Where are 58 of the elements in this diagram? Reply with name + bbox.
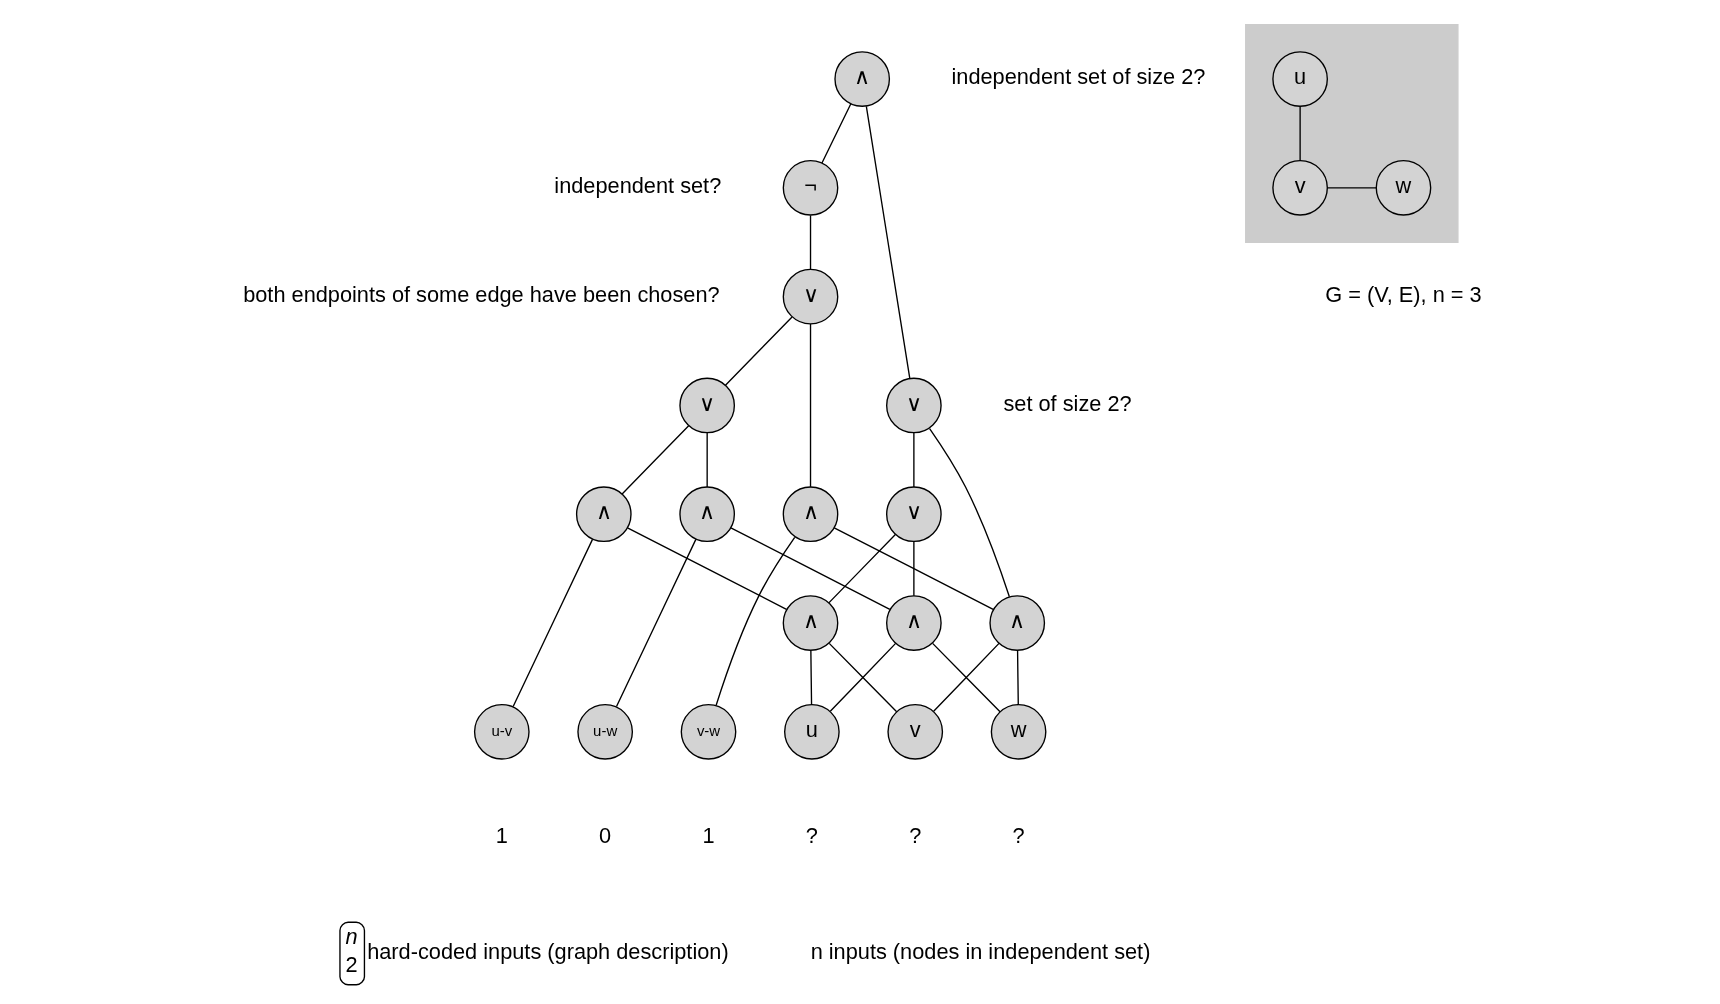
node-circle: ∨ [782, 268, 838, 325]
connector [833, 527, 994, 610]
node-circle: u-v [473, 703, 530, 760]
node-circle: ∨ [885, 377, 942, 434]
connector [865, 105, 910, 380]
connector [1016, 649, 1019, 706]
label: 2 [344, 952, 358, 978]
connector [809, 649, 812, 706]
node-circle: w [1375, 159, 1431, 216]
node-circle: ¬ [782, 159, 838, 216]
node-label: 0 [598, 823, 611, 849]
connector [1326, 187, 1377, 189]
connector [724, 316, 793, 386]
connector [928, 427, 1010, 598]
node-circle: ∧ [782, 595, 838, 651]
node-circle: v [1271, 159, 1328, 216]
node-circle: ∨ [678, 377, 735, 434]
node-circle: v-w [680, 703, 736, 760]
node-label: set of size 2? [1002, 390, 1132, 416]
node-circle: ∧ [833, 51, 890, 107]
node-circle: u [1271, 51, 1328, 107]
connector [714, 536, 795, 707]
connector [626, 527, 787, 610]
node-circle: ∨ [885, 486, 942, 543]
node-circle: ∧ [678, 486, 735, 543]
connector [1298, 105, 1301, 162]
connector [729, 527, 890, 610]
node-label: both endpoints of some edge have been chosen? [242, 281, 720, 307]
connector [706, 432, 708, 488]
node-label: 1 [495, 823, 508, 849]
cluster [1244, 23, 1459, 243]
node-label: independent set? [553, 173, 721, 199]
connector [620, 425, 689, 495]
label: hard-coded inputs (graph description) [366, 938, 729, 964]
label: n inputs (nodes in independent set) [810, 938, 1150, 964]
node-circle: ∧ [988, 595, 1045, 651]
node-label: ? [908, 823, 921, 849]
node-label: 1 [701, 823, 715, 849]
connector [809, 323, 811, 488]
node-circle: u [783, 703, 840, 760]
node-label: ? [805, 823, 818, 849]
node-label: ? [1012, 823, 1025, 849]
connector [820, 103, 851, 164]
connector [615, 538, 697, 708]
label: n [344, 923, 358, 949]
node-circle: ∧ [575, 486, 632, 543]
node-label: G = (V, E), n = 3 [1324, 281, 1482, 307]
node-circle: ∧ [885, 595, 942, 651]
node-label: independent set of size 2? [950, 64, 1205, 90]
connector [511, 538, 593, 708]
node-circle: w [990, 703, 1046, 760]
node-circle: v [886, 703, 943, 760]
connector [912, 432, 915, 488]
node-circle: ∧ [782, 486, 838, 543]
connector [827, 533, 896, 604]
connector [809, 214, 811, 271]
node-circle: u-w [576, 703, 633, 760]
connector [912, 541, 915, 597]
